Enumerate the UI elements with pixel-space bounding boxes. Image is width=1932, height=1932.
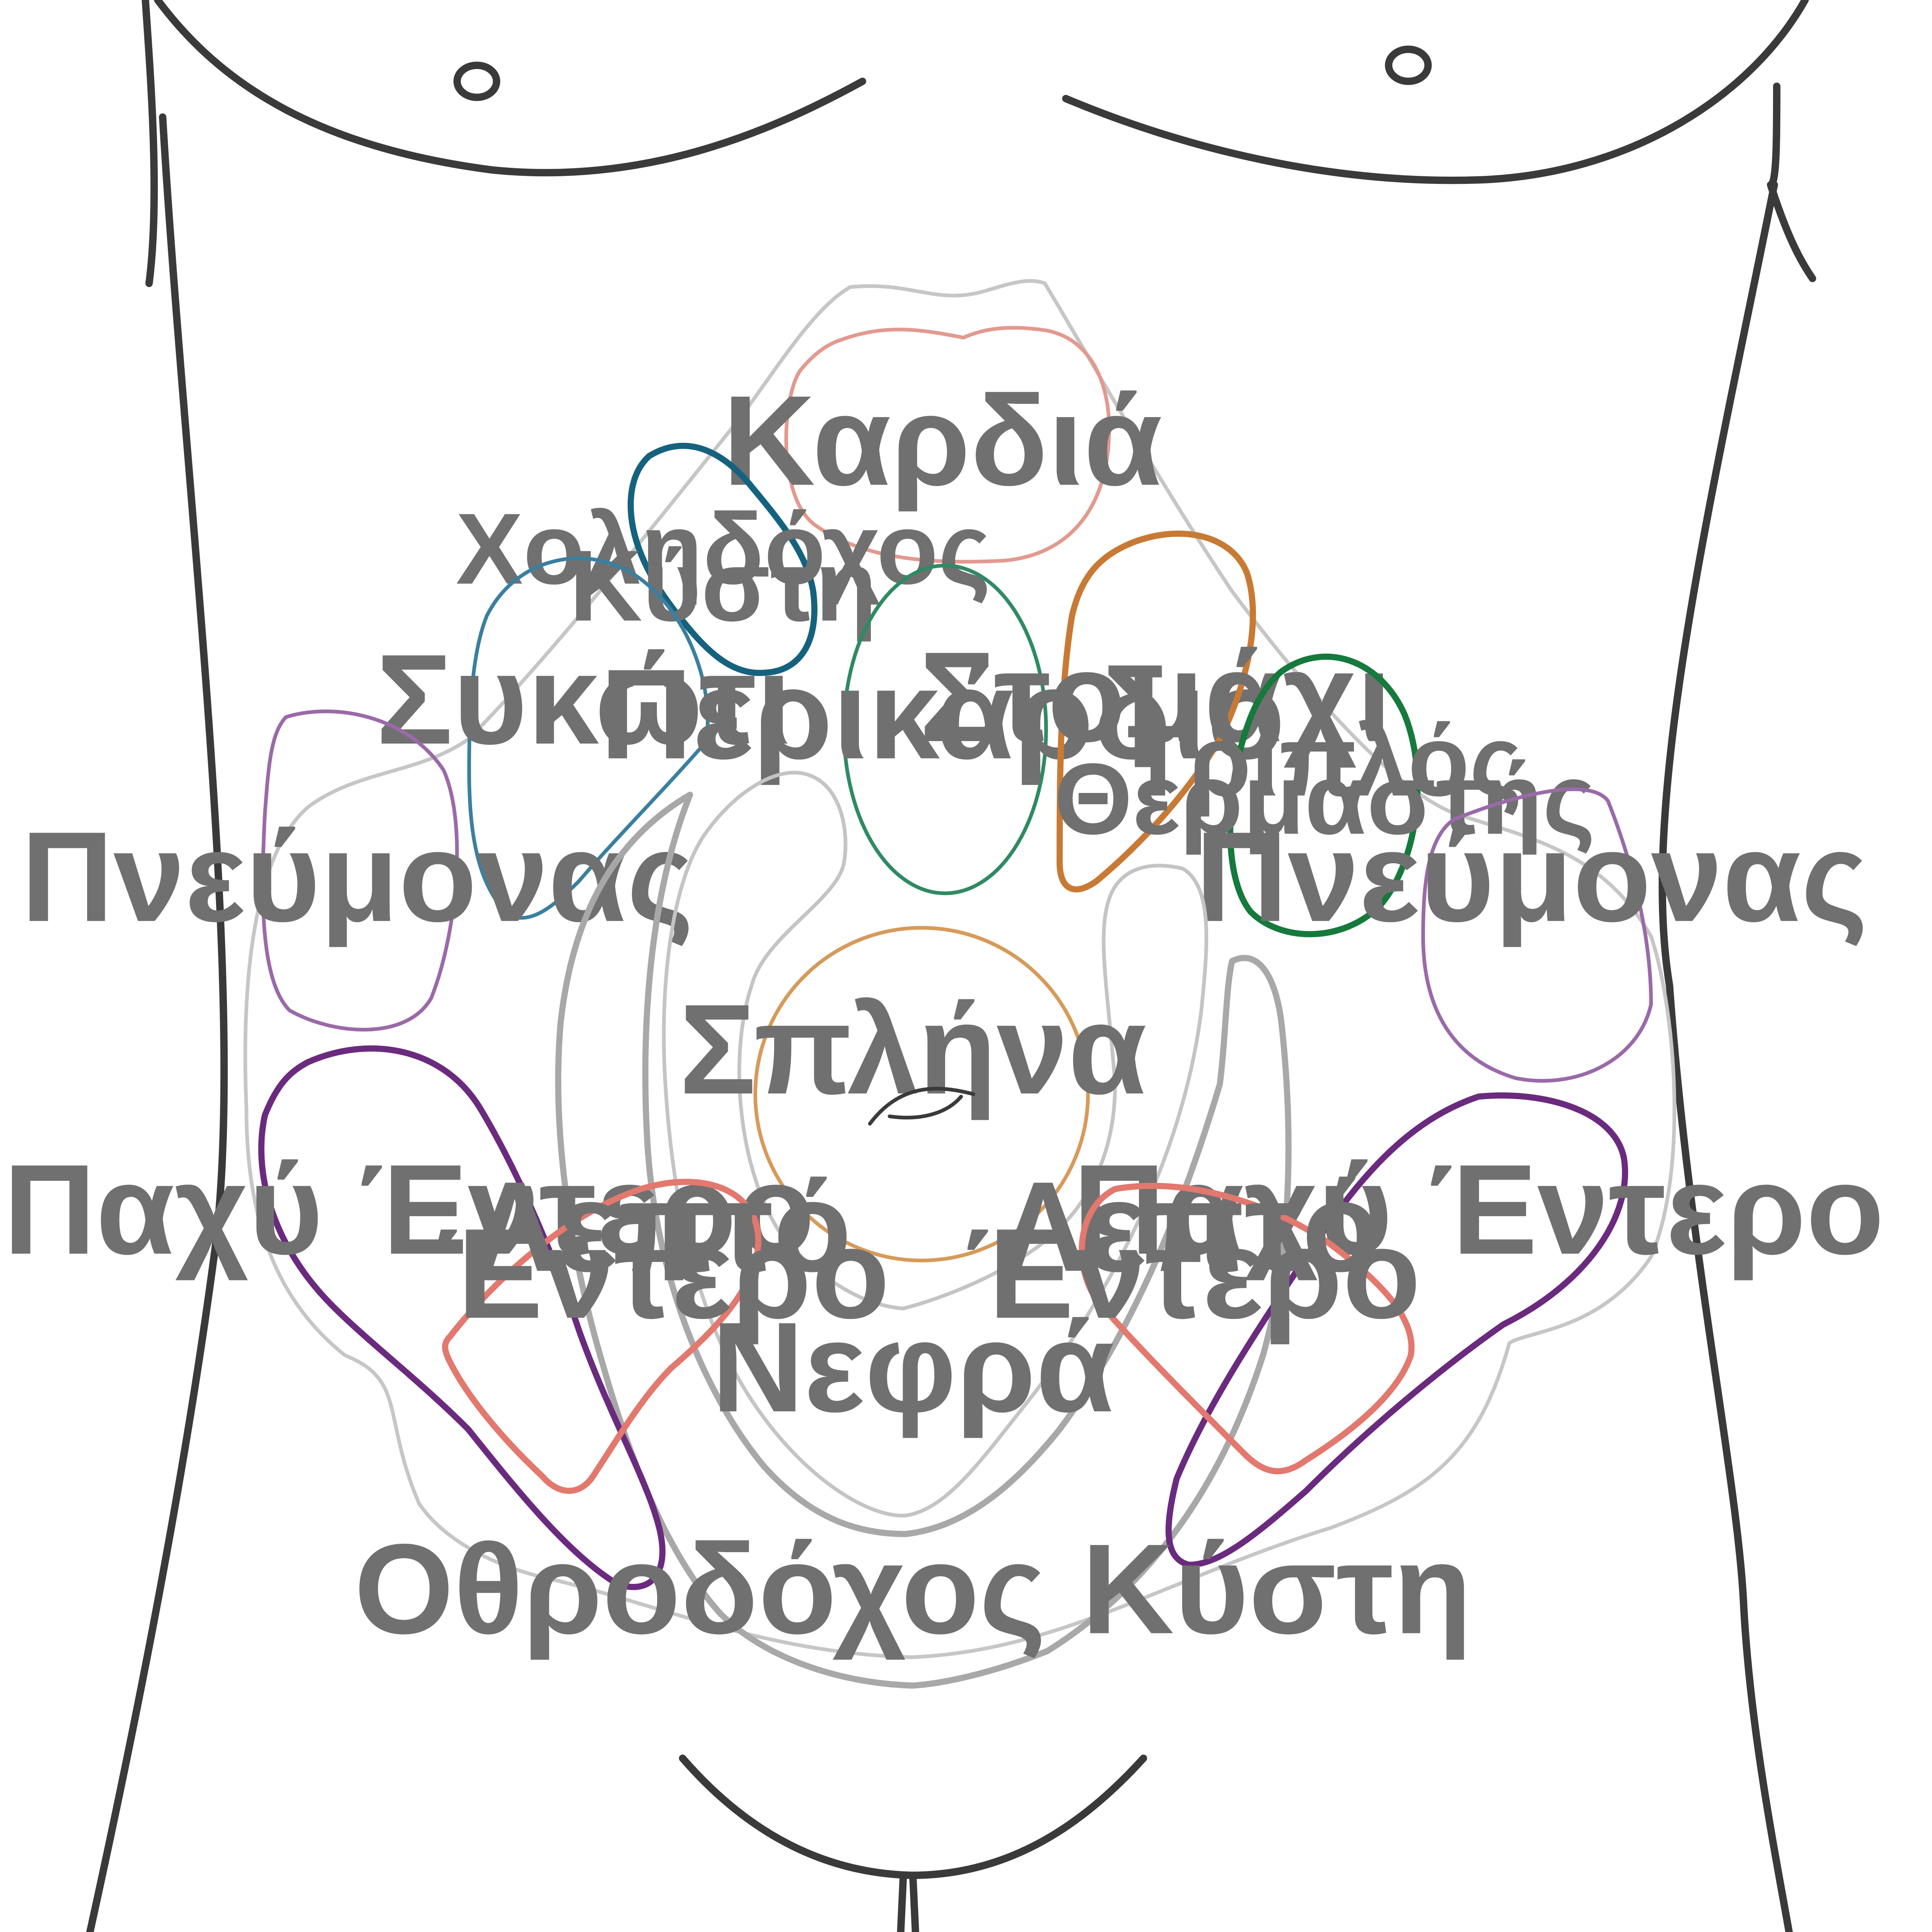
gallbladder-zone: Χοληδόχος Κύστη [456,442,991,676]
kidney-label: Νεφρά [711,1295,1115,1439]
liver-label: Συκώτι [376,628,792,771]
left-chest-curve [154,0,866,177]
pericardium-zone: Περικάρδιο [600,564,1285,895]
left-nipple [453,61,500,101]
stomach-label: Στομάχι [919,625,1392,769]
right-nipple [1385,45,1432,85]
groin-curve [679,1755,1147,1879]
spleen-outline [753,926,1090,1263]
large-intestine-left-label: Παχύ Έντερο [3,1138,815,1282]
heart-label: Καρδιά [723,369,1162,513]
triple-heater-zone: Τριπλός Θερμαστής [1054,653,1595,937]
large-intestine-left-zone: Παχύ Έντερο [3,1045,815,1590]
torso-outline [86,0,1816,1932]
triple-heater-label-line1: Τριπλός [1127,704,1522,817]
left-torso-side [86,113,228,1932]
right-torso-side [1659,181,1793,1932]
gallbladder-label-line2: Κύστη [569,530,877,642]
gallbladder-outline [628,442,817,676]
bladder-outline [555,791,1292,1689]
gallbladder-label-line1: Χοληδόχος [456,493,991,605]
liver-outline [467,556,710,920]
small-intestine-left-zone: Λεπτό Έντερο [434,1155,890,1494]
right-chest-curve [1062,0,1809,184]
spleen-zone: Σπλήνα [679,926,1147,1263]
small-intestine-right-label-line2: Έντερο [965,1202,1421,1346]
triple-heater-outline [1227,653,1421,937]
large-intestine-left-outline [258,1045,666,1590]
lung-right-zone: Πνεύμονας [1195,787,1868,1083]
large-intestine-right-outline [1165,1092,1628,1568]
small-intestine-right-zone: Λεπτό Έντερο [965,1155,1421,1475]
lung-right-outline [1421,787,1653,1083]
heart-outline [784,326,1111,564]
small-intestine-right-outline [1078,1182,1415,1475]
small-intestine-left-outline [442,1179,762,1494]
pericardium-outline [842,564,1048,895]
lung-left-label: Πνεύμονας [21,805,693,948]
groin-line-left [897,1875,907,1932]
pericardium-label: Περικάρδιο [600,642,1285,787]
small-intestine-left-label-line2: Έντερο [434,1202,890,1346]
small-intestine-right-label-line1: Λεπτό [1000,1155,1380,1298]
bladder-label: Οθροδόχος Κύστη [354,1517,1472,1661]
left-arm-inner-line [141,0,158,287]
large-intestine-right-zone: Παχύ Έντερο [1073,1092,1884,1568]
stomach-zone: Στομάχι [919,530,1392,893]
spleen-label: Σπλήνα [679,978,1147,1122]
navel-mark [868,1086,976,1126]
liver-zone: Συκώτι [376,556,792,920]
groin-line-right [909,1875,919,1932]
lung-right-label: Πνεύμονας [1195,805,1868,948]
large-intestine-right-label: Παχύ Έντερο [1073,1138,1884,1282]
small-intestine-left-label-line1: Λεπτό [472,1155,852,1298]
abdomen-region-outline [243,279,1677,1659]
lung-left-outline [261,709,459,1032]
stomach-outline [1056,530,1256,893]
heart-zone: Καρδιά [723,326,1162,564]
triple-heater-label-line2: Θερμαστής [1054,743,1595,856]
kidney-region-outline [662,770,1209,1518]
